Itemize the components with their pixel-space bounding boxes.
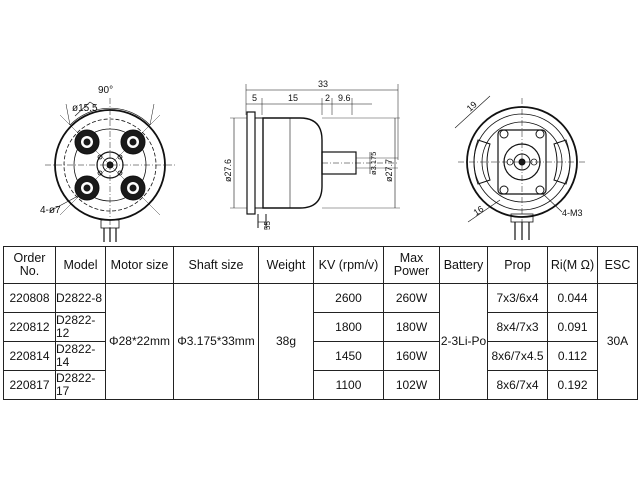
header-max-power: Max Power xyxy=(383,246,440,284)
spec-table: Order No. Model Motor size Shaft size We… xyxy=(3,246,638,400)
front-view xyxy=(45,98,175,242)
dim-9-6: 9.6 xyxy=(338,93,351,103)
holes-label: 4-ø7 xyxy=(40,205,61,216)
header-model: Model xyxy=(55,246,106,284)
max-power-cell: 160W xyxy=(383,341,440,371)
table-row: 220817 D2822-17 1100 102W 8x6/7x4 0.192 xyxy=(3,370,638,400)
mount-hole xyxy=(74,175,100,201)
kv-cell: 1800 xyxy=(313,312,384,342)
prop-cell: 8x6/7x4.5 xyxy=(487,341,548,371)
model-cell: D2822-12 xyxy=(55,312,106,342)
kv-cell: 1450 xyxy=(313,341,384,371)
dim-15: 15 xyxy=(288,93,298,103)
dim-2: 2 xyxy=(325,93,330,103)
shaft-size-cell: Φ3.175*33mm xyxy=(173,283,259,400)
prop-cell: 7x3/6x4 xyxy=(487,283,548,313)
motor-size-cell: Φ28*22mm xyxy=(105,283,174,400)
max-power-cell: 102W xyxy=(383,370,440,400)
rear-view xyxy=(454,95,586,240)
max-power-cell: 260W xyxy=(383,283,440,313)
dim-16-label: 16 xyxy=(472,204,486,218)
motor-drawings: 90° ø15.5 4-ø7 xyxy=(40,79,586,242)
table-row: 220812 D2822-12 1800 180W 8x4/7x3 0.091 xyxy=(3,312,638,342)
battery-cell: 2-3Li-Po xyxy=(439,283,488,400)
kv-cell: 1100 xyxy=(313,370,384,400)
prop-cell: 8x6/7x4 xyxy=(487,370,548,400)
order-no-cell: 220812 xyxy=(3,312,56,342)
dim-total-length: 33 xyxy=(318,79,328,89)
prop-cell: 8x4/7x3 xyxy=(487,312,548,342)
order-no-cell: 220808 xyxy=(3,283,56,313)
table-row: 220808 D2822-8 Φ28*22mm Φ3.175*33mm 38g … xyxy=(3,283,638,400)
header-motor-size: Motor size xyxy=(105,246,174,284)
mount-screws-label: 4-M3 xyxy=(562,208,583,218)
table-row: 220814 D2822-14 1450 160W 8x6/7x4.5 0.11… xyxy=(3,341,638,371)
shaft-diameter-label: ø3.175 xyxy=(369,152,378,175)
model-cell: D2822-17 xyxy=(55,370,106,400)
dim-5: 5 xyxy=(252,93,257,103)
kv-cell: 2600 xyxy=(313,283,384,313)
mount-hole xyxy=(74,129,100,155)
max-power-cell: 180W xyxy=(383,312,440,342)
header-order-no: Order No. xyxy=(3,246,56,284)
header-kv: KV (rpm/v) xyxy=(313,246,384,284)
order-no-cell: 220814 xyxy=(3,341,56,371)
model-cell: D2822-8 xyxy=(55,283,106,313)
body-diameter-label: ø27.6 xyxy=(223,159,233,182)
header-prop: Prop xyxy=(487,246,548,284)
header-ri: Ri(M Ω) xyxy=(547,246,598,284)
ri-cell: 0.112 xyxy=(547,341,598,371)
dim-19-label: 19 xyxy=(465,99,479,113)
ri-cell: 0.192 xyxy=(547,370,598,400)
model-cell: D2822-14 xyxy=(55,341,106,371)
ri-cell: 0.044 xyxy=(547,283,598,313)
order-no-cell: 220817 xyxy=(3,370,56,400)
mount-hole xyxy=(120,129,146,155)
hole-circle-label: ø15.5 xyxy=(72,103,98,114)
header-weight: Weight xyxy=(258,246,314,284)
header-shaft-size: Shaft size xyxy=(173,246,259,284)
side-view xyxy=(230,84,400,228)
table-header-row: Order No. Model Motor size Shaft size We… xyxy=(3,246,638,284)
header-esc: ESC xyxy=(597,246,638,284)
header-battery: Battery xyxy=(439,246,488,284)
lead-length-label: 55 xyxy=(263,221,272,230)
mount-hole xyxy=(120,175,146,201)
can-diameter-label: ø27.7 xyxy=(384,159,394,182)
ri-cell: 0.091 xyxy=(547,312,598,342)
angle-label: 90° xyxy=(98,85,113,96)
esc-cell: 30A xyxy=(597,283,638,400)
weight-cell: 38g xyxy=(258,283,314,400)
